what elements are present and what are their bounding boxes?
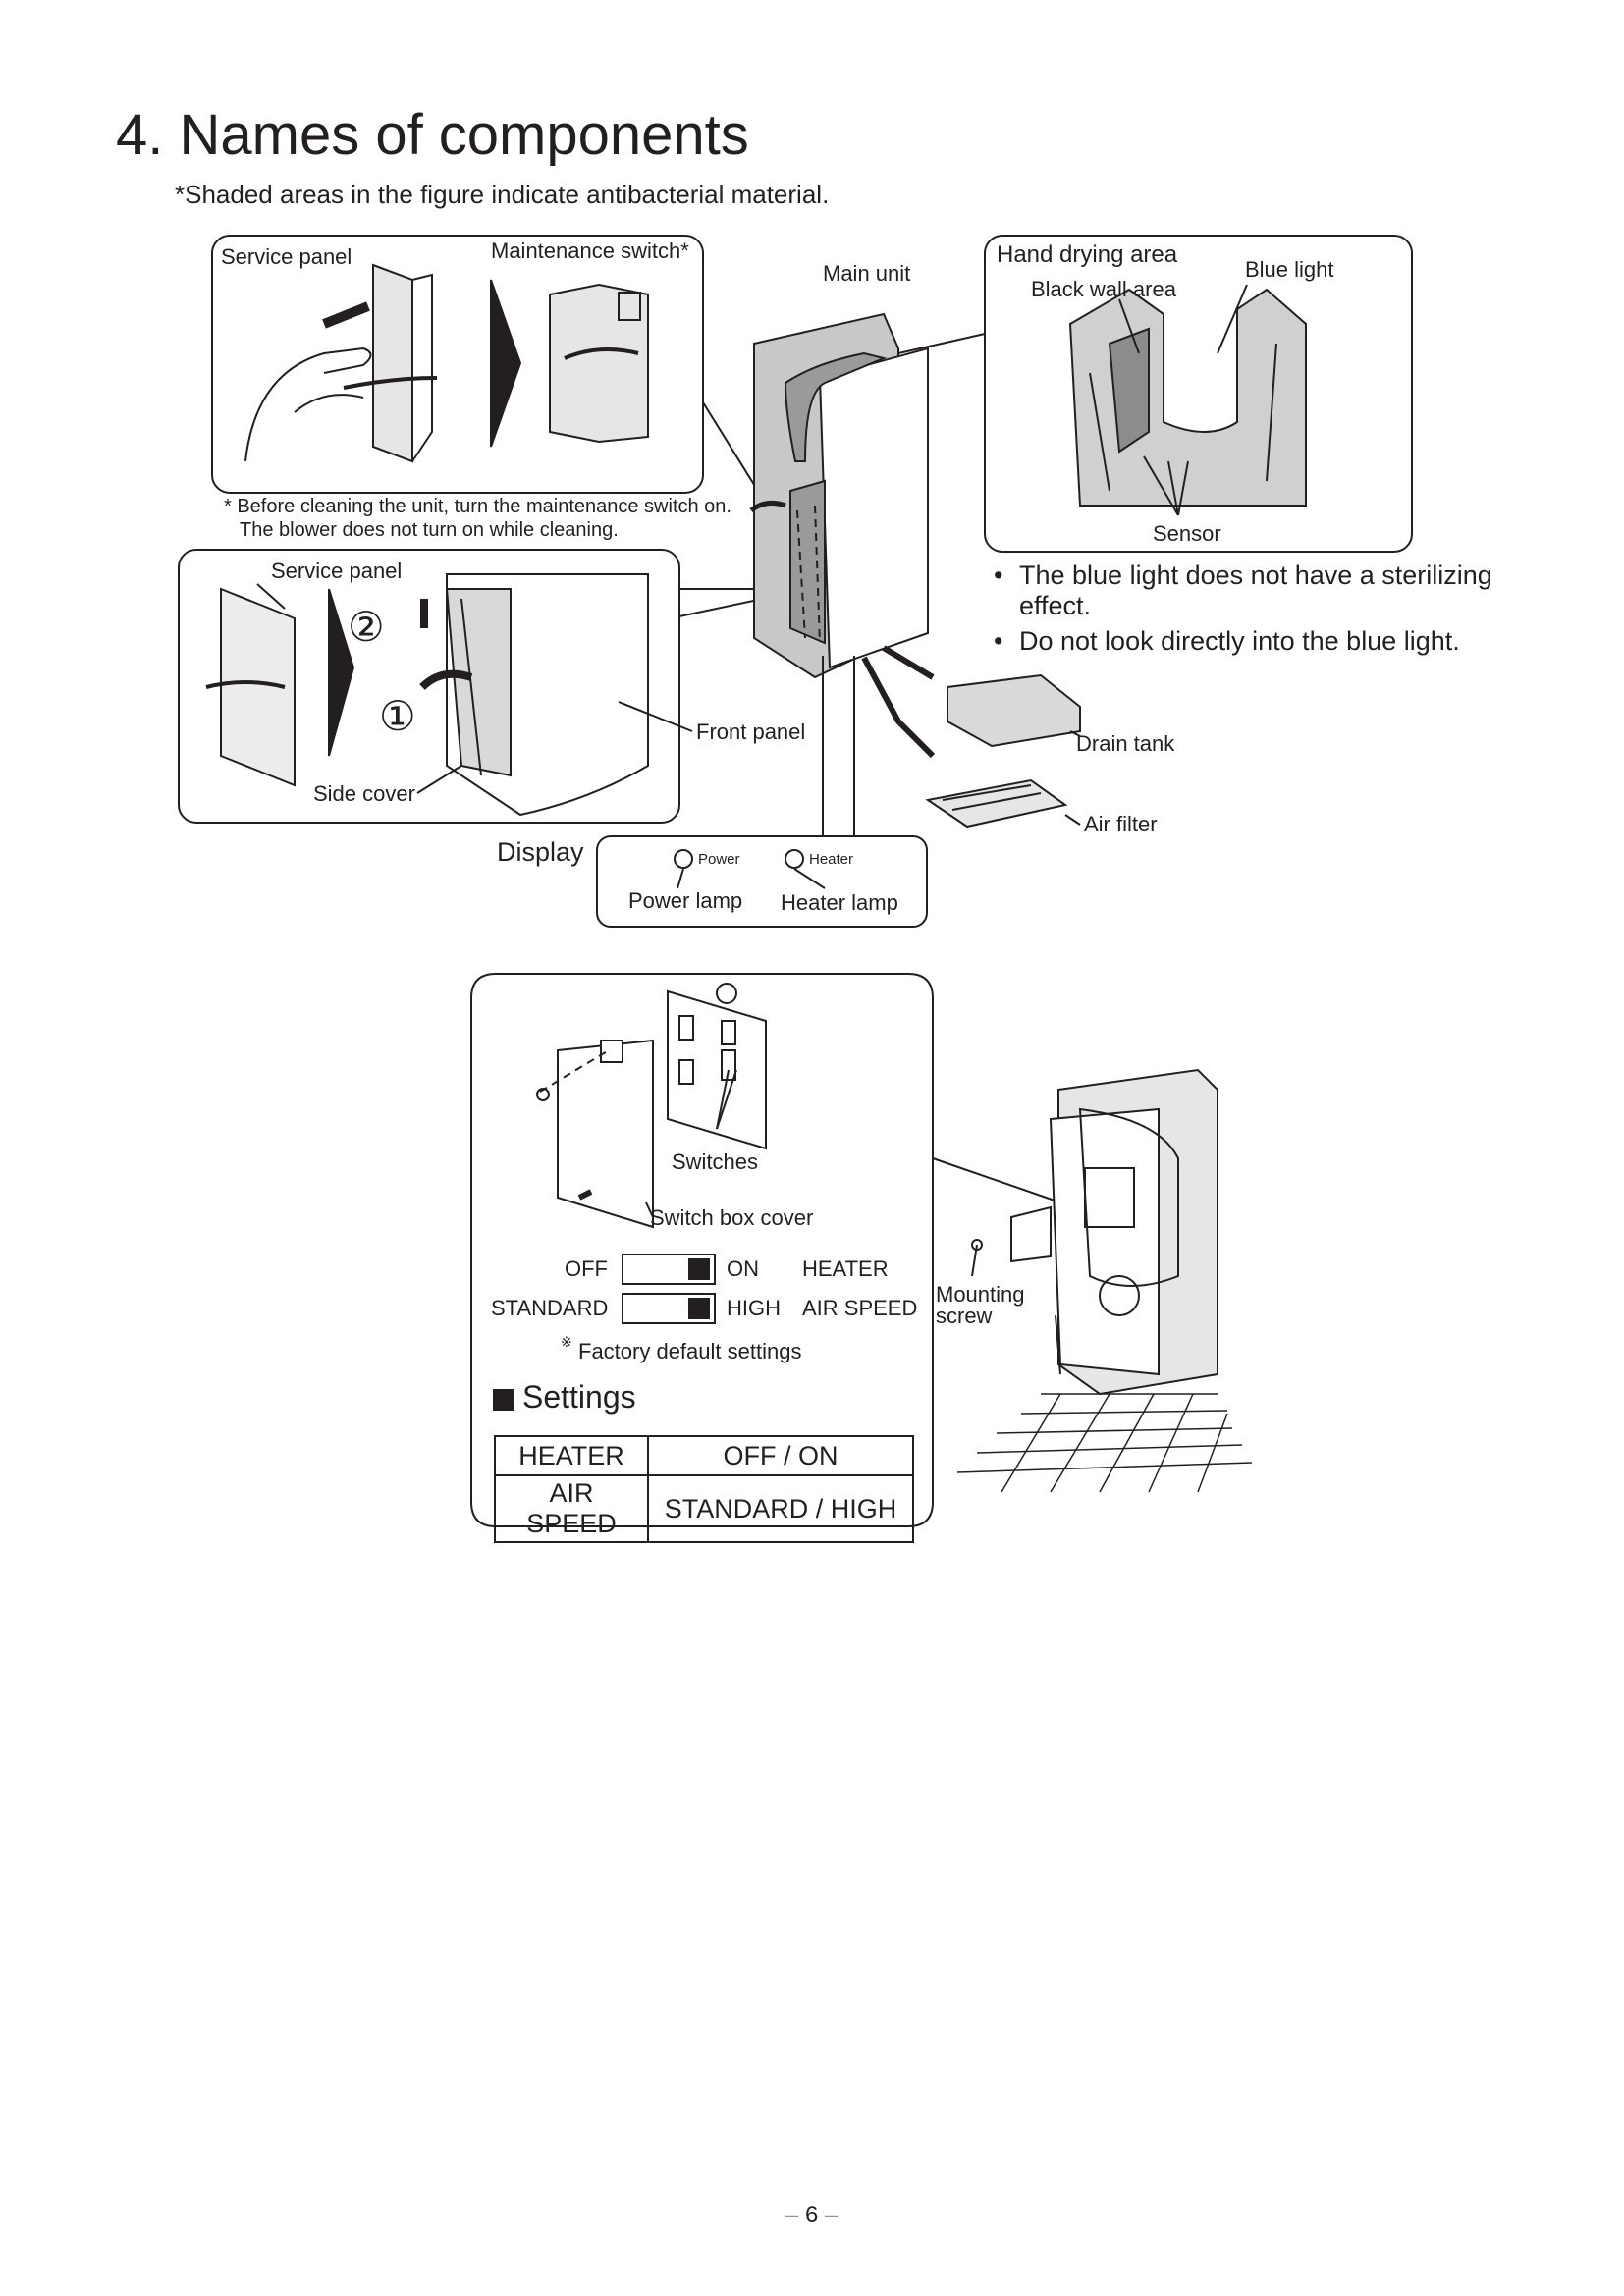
blue-light-bullet-1: The blue light does not have a sterilizi… — [1019, 561, 1492, 620]
step-2-marker: ② — [348, 604, 385, 650]
label-hand-drying-area: Hand drying area — [997, 241, 1178, 268]
label-maintenance-switch: Maintenance switch* — [491, 239, 689, 263]
label-front-panel: Front panel — [696, 720, 806, 744]
hand-drying-callout-box — [984, 235, 1413, 553]
label-service-panel-top: Service panel — [221, 244, 352, 269]
label-blue-light: Blue light — [1245, 257, 1334, 282]
label-service-panel-side: Service panel — [271, 559, 403, 583]
side-cover-callout-box — [178, 549, 680, 824]
page-title: 4. Names of components — [116, 103, 749, 167]
settings-air-speed-value: STANDARD / HIGH — [647, 1474, 914, 1543]
service-panel-callout-box — [211, 235, 704, 494]
step-1-marker: ① — [379, 693, 416, 739]
label-sensor: Sensor — [1153, 521, 1221, 546]
display-heater-text: Heater — [809, 851, 854, 868]
display-power-text: Power — [698, 851, 740, 868]
label-display: Display — [497, 837, 584, 867]
blue-light-bullet-2: Do not look directly into the blue light… — [1019, 626, 1460, 656]
air-speed-switch-symbol — [622, 1293, 716, 1324]
label-power-lamp: Power lamp — [628, 888, 743, 913]
settings-heater-name: HEATER — [494, 1435, 649, 1476]
label-air-filter: Air filter — [1084, 812, 1158, 836]
label-drain-tank: Drain tank — [1076, 731, 1175, 756]
switch-heater-name: HEATER — [802, 1256, 889, 1281]
maintenance-note-line-1: * Before cleaning the unit, turn the mai… — [224, 496, 731, 517]
settings-air-speed-name: AIR SPEED — [494, 1474, 649, 1543]
label-black-wall-area: Black wall area — [1031, 277, 1176, 301]
switch-heater-on: ON — [727, 1256, 759, 1281]
maintenance-note-line-2: The blower does not turn on while cleani… — [240, 519, 619, 541]
settings-table: HEATER OFF / ON AIR SPEED STANDARD / HIG… — [494, 1435, 914, 1543]
label-switch-box-cover: Switch box cover — [650, 1205, 814, 1230]
label-heater-lamp: Heater lamp — [781, 890, 898, 915]
antibacterial-note: *Shaded areas in the figure indicate ant… — [175, 180, 830, 209]
label-side-cover: Side cover — [313, 781, 415, 806]
table-row: HEATER OFF / ON — [494, 1435, 914, 1476]
bullet-dot: • — [994, 561, 1003, 590]
settings-heater-value: OFF / ON — [647, 1435, 914, 1476]
label-factory-default: Factory default settings — [578, 1339, 802, 1363]
display-callout-box — [596, 835, 928, 928]
table-row: AIR SPEED STANDARD / HIGH — [494, 1474, 914, 1543]
switch-air-speed-name: AIR SPEED — [802, 1296, 918, 1320]
settings-heading: Settings — [522, 1379, 636, 1415]
label-main-unit: Main unit — [823, 261, 911, 286]
heater-switch-symbol — [622, 1254, 716, 1285]
label-mounting-screw-2: screw — [936, 1304, 993, 1328]
switch-heater-off: OFF — [565, 1256, 608, 1281]
bullet-dot: • — [994, 626, 1003, 656]
switch-air-speed-high: HIGH — [727, 1296, 781, 1320]
label-switches: Switches — [672, 1149, 759, 1174]
page-number: – 6 – — [785, 2202, 839, 2228]
label-mounting-screw-1: Mounting — [936, 1282, 1025, 1307]
factory-default-mark: ※ — [561, 1334, 572, 1350]
switch-air-speed-standard: STANDARD — [491, 1296, 609, 1320]
